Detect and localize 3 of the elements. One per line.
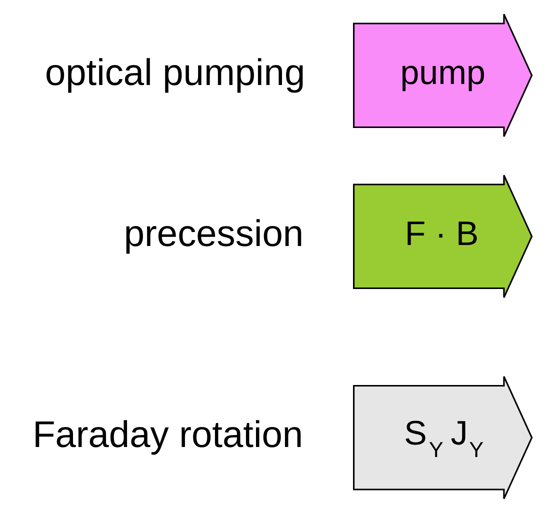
node-label: precession	[124, 212, 304, 254]
node-label: Faraday rotation	[32, 413, 304, 456]
node-label: optical pumping	[44, 50, 306, 93]
